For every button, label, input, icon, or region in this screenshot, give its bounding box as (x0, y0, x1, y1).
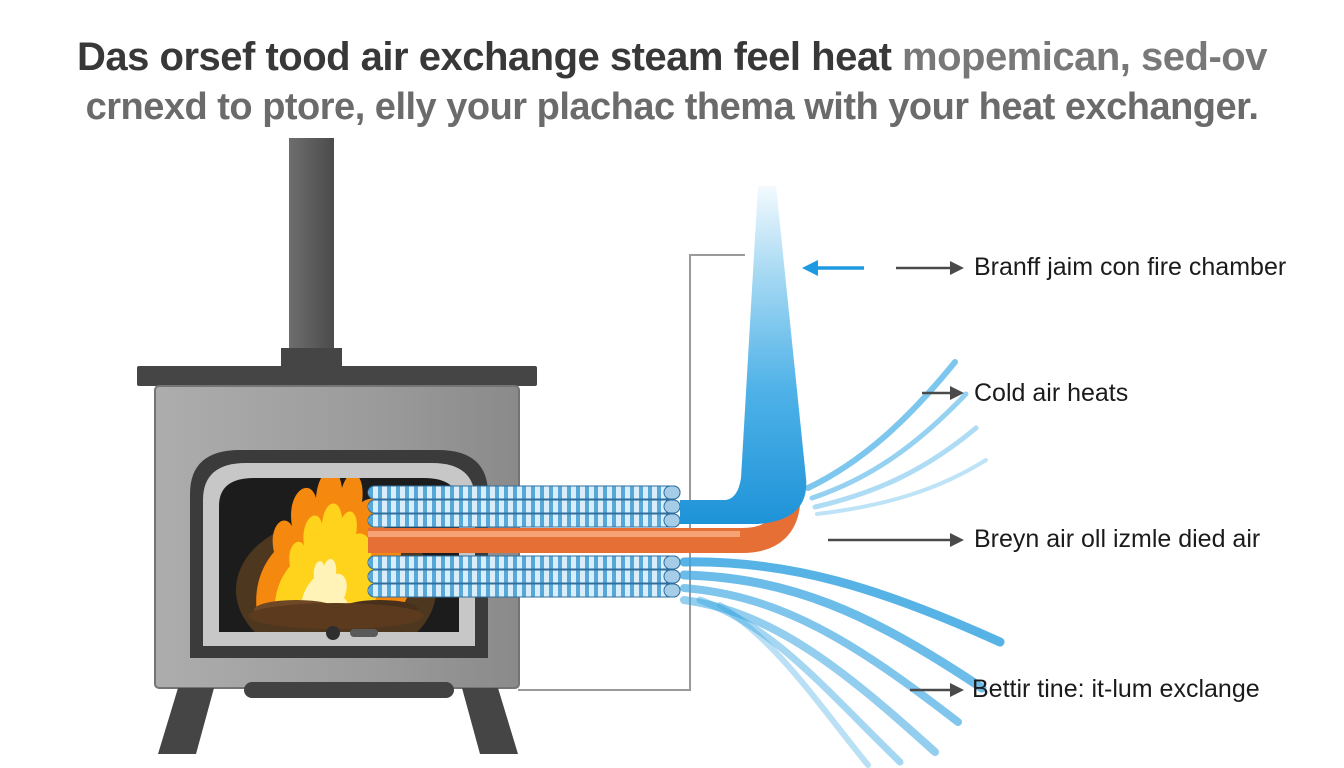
log (248, 603, 424, 629)
chimney (281, 138, 342, 370)
label-cold-air: Cold air heats (974, 379, 1129, 407)
tube-row (367, 569, 681, 584)
label-fire-chamber: Branff jaim con fire chamber (974, 253, 1287, 281)
stove-legs (158, 688, 518, 754)
label-arrow-2 (922, 386, 964, 400)
heat-exchanger-tubes (367, 485, 681, 598)
outflow-air-streams (679, 557, 1005, 768)
title-line1: Das orsef tood air exchange steam feel h… (0, 32, 1344, 83)
tube-row (367, 555, 681, 570)
label-warm-air: Breyn air oll izmle died air (974, 525, 1261, 553)
blue-flow-arrow (802, 260, 864, 276)
tube-row (367, 485, 681, 500)
title-line1-dark: Das orsef tood air exchange steam feel h… (77, 35, 892, 79)
callout-arrows (802, 260, 964, 697)
title-line2: crnexd to ptore, elly your plachac thema… (85, 86, 1259, 129)
label-arrow-1 (896, 261, 964, 275)
title-line1-gray: mopemican, sed-ov (891, 35, 1267, 79)
stove-controls (244, 626, 454, 698)
cold-air-stream (680, 186, 807, 524)
label-arrow-3 (828, 533, 964, 547)
tube-row (367, 513, 681, 528)
label-heat-exchange: Bettir tine: it-lum exclange (972, 675, 1260, 703)
title: Das orsef tood air exchange steam feel h… (0, 32, 1344, 132)
tube-row (367, 499, 681, 514)
tube-row (367, 583, 681, 598)
intake-air-streams (805, 359, 988, 516)
callout-bracket-line (518, 254, 745, 691)
label-arrow-4 (910, 683, 964, 697)
